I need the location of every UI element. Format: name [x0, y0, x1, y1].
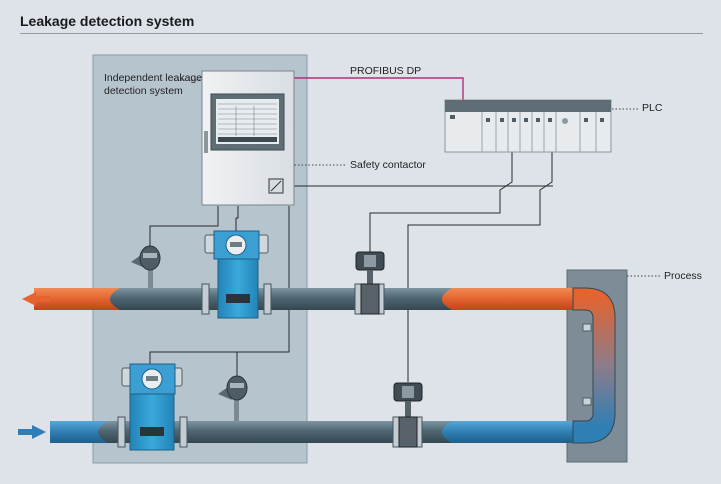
signal-line-valve-upper: [369, 150, 513, 252]
control-valve-icon: [393, 382, 423, 448]
cabinet-screen: [216, 99, 279, 144]
page-title: Leakage detection system: [20, 13, 195, 29]
detection-cabinet: [201, 70, 295, 206]
title-rule: [20, 33, 703, 34]
signal-line-flowmeter-upper: [235, 206, 239, 236]
pressure-transmitter-icon: [218, 375, 248, 421]
profibus-line: [294, 77, 464, 100]
signal-line-valve-lower: [407, 150, 553, 382]
pipe-bend: [572, 287, 616, 444]
flowmeter-icon: [204, 230, 269, 319]
flowmeter-icon: [121, 363, 183, 451]
control-valve-icon: [355, 251, 385, 315]
flow-arrow-right-icon: [18, 425, 46, 439]
label-independent-system: Independent leakage detection system: [104, 72, 203, 97]
label-plc: PLC: [642, 102, 663, 114]
lower-pipe: [50, 421, 585, 443]
label-safety-contactor: Safety contactor: [350, 159, 426, 171]
signal-line-pressure-upper: [149, 206, 219, 248]
label-process: Process: [664, 270, 702, 282]
label-profibus: PROFIBUS DP: [350, 65, 422, 77]
plc-rack: [444, 99, 612, 153]
signal-line-lower: [149, 206, 290, 367]
flow-arrow-left-icon: [22, 292, 50, 306]
upper-pipe: [34, 288, 585, 310]
pressure-transmitter-icon: [131, 245, 161, 288]
